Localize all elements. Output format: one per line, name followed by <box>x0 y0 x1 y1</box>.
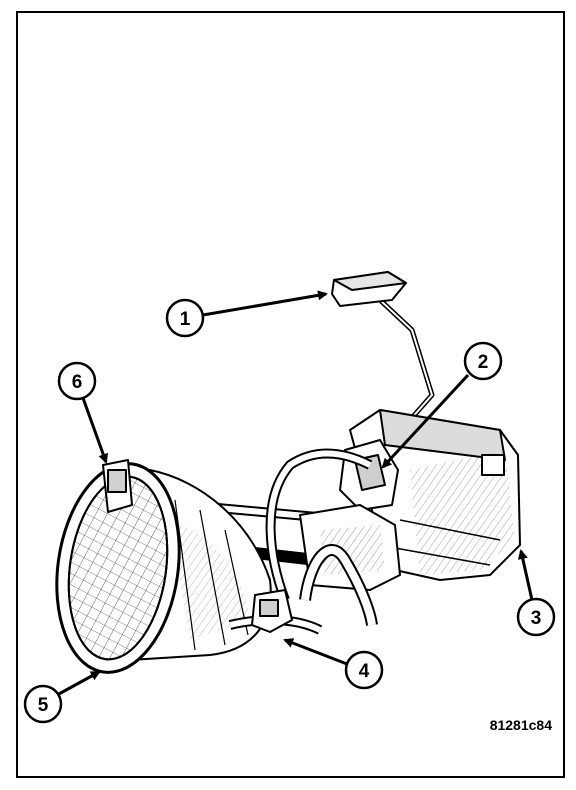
callout-6: 6 <box>57 361 108 464</box>
pump-module-illustration <box>55 271 521 674</box>
callout-label-3: 3 <box>531 608 542 629</box>
callout-1: 1 <box>165 290 328 338</box>
callout-label-2: 2 <box>478 352 489 373</box>
figure-code: 81281c84 <box>490 717 553 733</box>
callout-5: 5 <box>23 670 101 724</box>
callouts: 1 2 3 4 5 6 <box>23 290 556 724</box>
callout-label-4: 4 <box>359 661 370 682</box>
callout-3: 3 <box>516 549 556 637</box>
callout-label-5: 5 <box>38 695 49 716</box>
callout-label-1: 1 <box>180 309 191 330</box>
callout-4: 4 <box>283 638 384 690</box>
callout-label-6: 6 <box>72 372 83 393</box>
callout-2: 2 <box>381 341 503 469</box>
